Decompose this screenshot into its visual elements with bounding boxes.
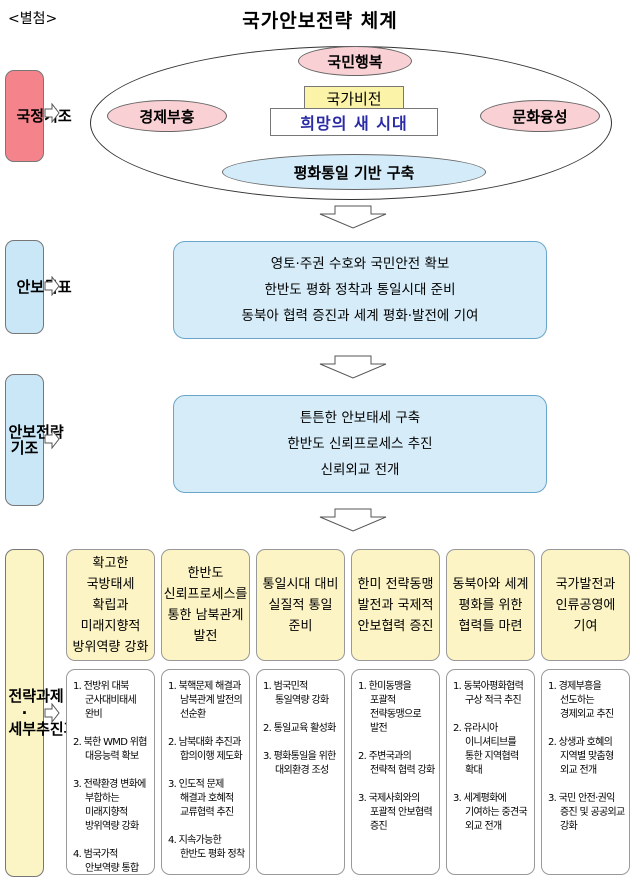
economic-revival-oval: 경제부흥 <box>107 100 227 132</box>
peaceful-unification-oval: 평화통일 기반 구축 <box>222 154 486 190</box>
task-head-inter-korean: 한반도 신뢰프로세스를 통한 남북관계 발전 <box>161 549 250 661</box>
security-goals-box: 영토·주권 수호와 국민안전 확보 한반도 평화 정착과 통일시대 준비 동북아… <box>173 241 547 339</box>
task-head-defense: 확고한 국방태세 확립과 미래지향적 방위역량 강화 <box>66 549 155 661</box>
right-arrow-icon <box>44 103 60 123</box>
task-detail-item: 1. 한미동맹을 포괄적 전략동맹으로 발전 <box>358 681 422 734</box>
task-detail-item: 3. 평화통일을 위한 대외환경 조성 <box>263 751 336 776</box>
down-arrow-icon <box>319 205 387 229</box>
security-goal-item: 동북아 협력 증진과 세계 평화·발전에 기여 <box>241 308 479 324</box>
national-vision-label: 국가비전 <box>304 86 404 110</box>
right-arrow-icon <box>44 276 60 296</box>
task-detail-item: 1. 전방위 대북 군사대비태세 완비 <box>73 681 137 720</box>
strategy-basis-item: 튼튼한 안보태세 구축 <box>299 410 421 426</box>
task-head-alliance: 한미 전략동맹 발전과 국제적 안보협력 증진 <box>351 549 440 661</box>
strategy-basis-item: 한반도 신뢰프로세스 추진 <box>287 436 433 452</box>
section-label-strategy-basis: 안보전략 기조 <box>5 374 64 506</box>
task-detail-item: 1. 동북아평화협력 구상 적극 추진 <box>453 681 524 706</box>
section-label-national-policy: 국정기조 <box>5 70 72 162</box>
task-detail-item: 3. 세계평화에 기여하는 중견국 외교 전개 <box>453 793 528 832</box>
task-detail-global-contribution: 1. 경제부흥을 선도하는 경제외교 추진 2. 상생과 호혜의 지역별 맞춤형… <box>541 669 630 875</box>
task-detail-inter-korean: 1. 북핵문제 해결과 남북관계 발전의 선순환 2. 남북대화 추진과 합의이… <box>161 669 250 875</box>
task-head-northeast-asia: 동북아와 세계 평화를 위한 협력틀 마련 <box>446 549 535 661</box>
section-label-security-goals: 안보목표 <box>5 240 72 334</box>
page-title: 국가안보전략 체계 <box>242 10 398 32</box>
security-goal-item: 영토·주권 수호와 국민안전 확보 <box>270 256 450 272</box>
task-detail-item: 3. 인도적 문제 해결과 호혜적 교류협력 추진 <box>168 779 234 818</box>
strategy-basis-item: 신뢰외교 전개 <box>320 462 400 478</box>
task-detail-item: 2. 북한 WMD 위협 대응능력 확보 <box>73 737 147 762</box>
task-detail-item: 3. 국민 안전·권익 증진 및 공공외교 강화 <box>548 793 625 832</box>
task-detail-item: 2. 유라시아 이니셔티브를 통한 지역협력 확대 <box>453 723 519 776</box>
task-detail-item: 1. 경제부흥을 선도하는 경제외교 추진 <box>548 681 614 720</box>
task-detail-item: 3. 전략환경 변화에 부합하는 미래지향적 방위역량 강화 <box>73 779 146 832</box>
national-happiness-oval: 국민행복 <box>298 46 412 76</box>
culture-prosperity-oval: 문화융성 <box>480 100 600 132</box>
task-detail-item: 1. 범국민적 통일역량 강화 <box>263 681 329 706</box>
right-arrow-icon <box>44 429 60 449</box>
task-detail-item: 2. 주변국과의 전략적 협력 강화 <box>358 751 435 776</box>
task-detail-unification: 1. 범국민적 통일역량 강화 2. 통일교육 활성화 3. 평화통일을 위한 … <box>256 669 345 875</box>
task-detail-item: 2. 통일교육 활성화 <box>263 723 336 734</box>
task-detail-alliance: 1. 한미동맹을 포괄적 전략동맹으로 발전 2. 주변국과의 전략적 협력 강… <box>351 669 440 875</box>
right-arrow-icon <box>44 703 60 723</box>
task-detail-northeast-asia: 1. 동북아평화협력 구상 적극 추진 2. 유라시아 이니셔티브를 통한 지역… <box>446 669 535 875</box>
strategy-basis-box: 튼튼한 안보태세 구축 한반도 신뢰프로세스 추진 신뢰외교 전개 <box>173 395 547 493</box>
task-detail-item: 3. 국제사회와의 포괄적 안보협력 증진 <box>358 793 433 832</box>
task-detail-item: 4. 지속가능한 한반도 평화 정착 <box>168 835 245 860</box>
attachment-label: <별첨> <box>8 11 58 27</box>
task-detail-item: 2. 남북대화 추진과 합의이행 제도화 <box>168 737 243 762</box>
section-label-tasks: 전략과제·세부추진과제 <box>5 549 91 877</box>
down-arrow-icon <box>319 355 387 379</box>
national-vision-text: 희망의 새 시대 <box>270 108 438 136</box>
task-detail-item: 1. 북핵문제 해결과 남북관계 발전의 선순환 <box>168 681 243 720</box>
task-detail-item: 4. 범국가적 안보역량 통합 <box>73 849 139 874</box>
task-detail-item: 2. 상생과 호혜의 지역별 맞춤형 외교 전개 <box>548 737 614 776</box>
task-head-unification: 통일시대 대비 실질적 통일 준비 <box>256 549 345 661</box>
task-detail-defense: 1. 전방위 대북 군사대비태세 완비 2. 북한 WMD 위협 대응능력 확보… <box>66 669 155 875</box>
security-goal-item: 한반도 평화 정착과 통일시대 준비 <box>264 282 456 298</box>
task-head-global-contribution: 국가발전과 인류공영에 기여 <box>541 549 630 661</box>
down-arrow-icon <box>319 508 387 532</box>
